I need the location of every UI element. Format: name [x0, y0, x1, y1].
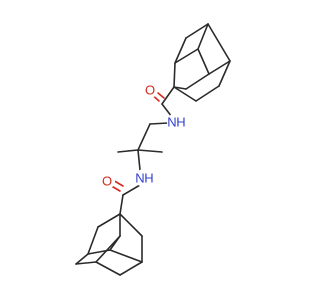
- bond: [137, 123, 151, 151]
- bond: [195, 85, 220, 102]
- bond: [173, 62, 176, 88]
- atom-nh-lower: N H: [135, 169, 154, 187]
- upper-adamantane: [173, 23, 231, 102]
- bond: [197, 23, 209, 50]
- atom-o-lower: O: [99, 173, 115, 189]
- bond: [97, 213, 121, 228]
- bond: [149, 122, 169, 125]
- bond: [174, 37, 187, 64]
- bond: [208, 60, 231, 75]
- bond: [109, 249, 143, 263]
- atom-nh-upper: N H: [167, 113, 186, 131]
- bond: [117, 149, 139, 153]
- molecule-drawing: O N H N H O: [75, 23, 231, 276]
- bond: [174, 48, 199, 64]
- bond: [119, 213, 143, 237]
- bond: [173, 86, 197, 102]
- bond: [119, 261, 143, 276]
- atom-symbol-h: H: [176, 115, 185, 130]
- bond: [87, 226, 99, 255]
- atom-symbol-h: H: [144, 171, 153, 186]
- bond: [137, 149, 141, 171]
- atom-symbol-o: O: [102, 174, 112, 189]
- bond: [75, 261, 97, 265]
- linker-chain: [117, 122, 169, 171]
- lower-adamantane: [75, 213, 143, 276]
- bond: [161, 86, 175, 105]
- bond: [119, 194, 124, 215]
- bond: [197, 48, 210, 75]
- bond: [75, 253, 89, 265]
- bond: [161, 103, 173, 118]
- bond: [173, 86, 187, 90]
- atom-o-upper: O: [142, 82, 158, 98]
- atom-symbol-o: O: [145, 83, 155, 98]
- atom-symbol-n: N: [135, 171, 144, 186]
- bond: [185, 73, 210, 90]
- bond: [185, 23, 209, 39]
- bond: [122, 184, 141, 196]
- atom-symbol-n: N: [167, 115, 176, 130]
- bond: [137, 149, 163, 153]
- bond: [218, 60, 231, 87]
- bond: [95, 261, 121, 276]
- bond: [207, 23, 231, 62]
- structure-canvas: O N H N H O: [75, 23, 231, 276]
- bond: [109, 235, 121, 251]
- bond: [87, 249, 111, 255]
